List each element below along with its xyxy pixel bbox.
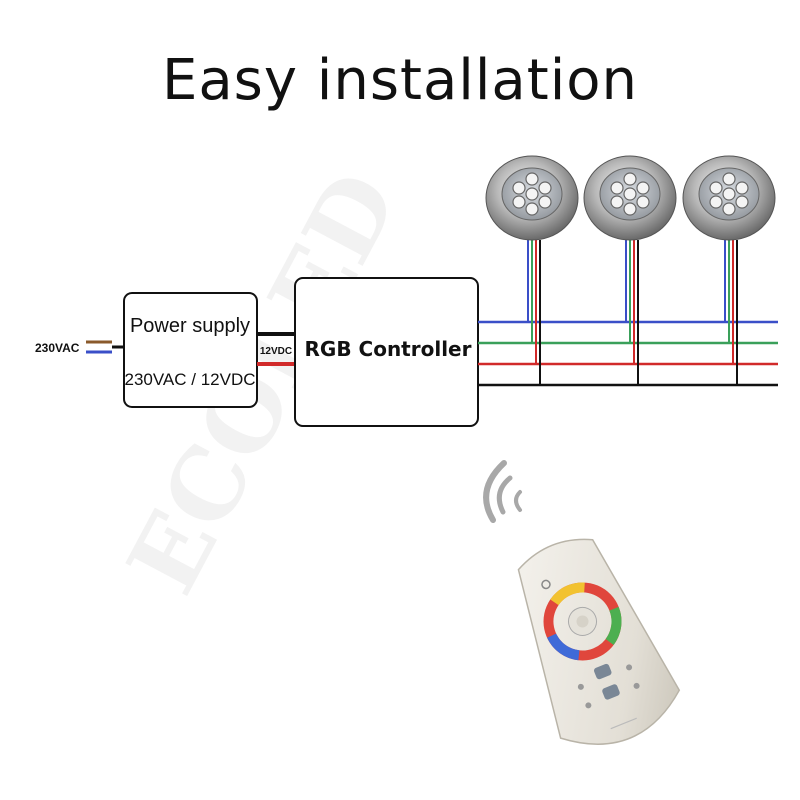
remote-control (517, 538, 681, 745)
power-supply-spec: 230VAC / 12VDC (124, 370, 255, 389)
dc-voltage-label: 12VDC (260, 346, 292, 357)
power-supply-name: Power supply (130, 315, 250, 337)
rgb-controller-name: RGB Controller (305, 337, 472, 361)
led-light-1 (485, 155, 579, 241)
led-light-3 (682, 155, 776, 241)
led-light-2 (583, 155, 677, 241)
drop-wires (527, 240, 738, 385)
power-supply-box (123, 292, 258, 408)
input-wires (86, 340, 124, 354)
dc-wires (257, 332, 295, 366)
wireless-signal-icon (483, 460, 522, 523)
rgb-controller-box (294, 277, 479, 427)
input-voltage-label: 230VAC (35, 341, 80, 355)
page-title: Easy installation (161, 48, 639, 113)
